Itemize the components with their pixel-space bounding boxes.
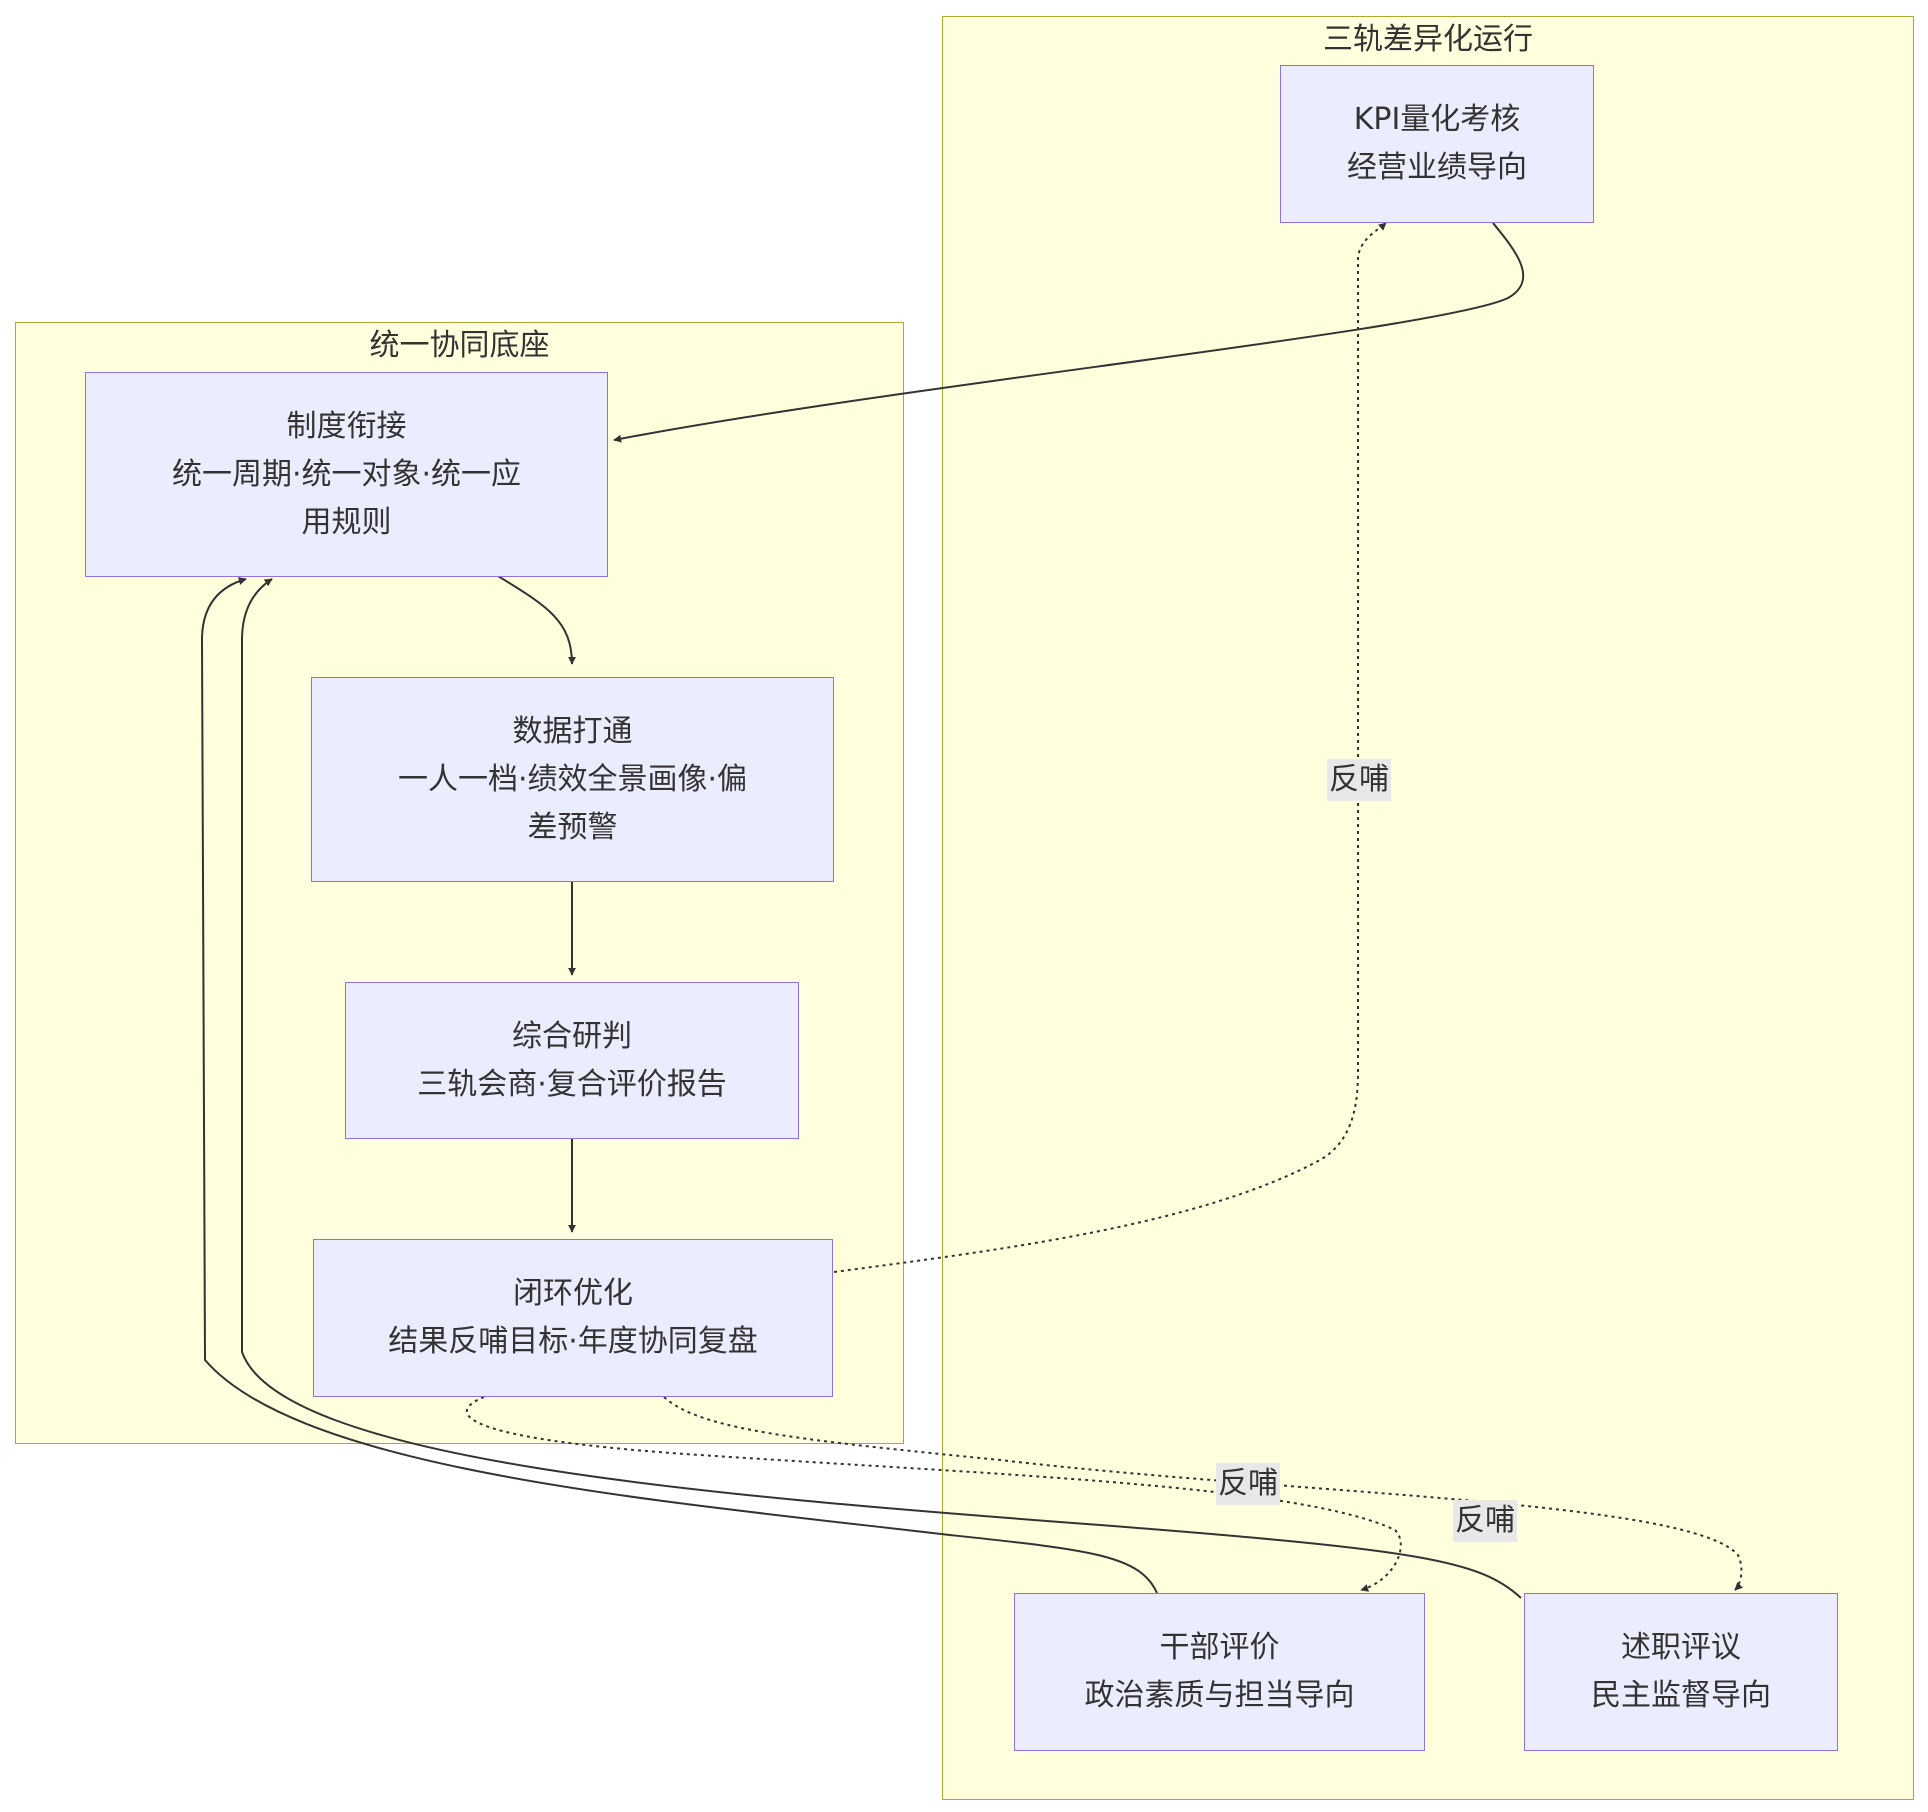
edge-label-feedback-report: 反哺 — [1453, 1500, 1517, 1542]
edge-system-to-data — [497, 575, 576, 665]
edge-kpi-to-system — [613, 222, 1525, 443]
edge-label-feedback-kpi: 反哺 — [1327, 759, 1391, 801]
edge-loop-to-report-feedback — [663, 1396, 1743, 1591]
edge-report-to-system — [241, 578, 1522, 1599]
node-data-title: 数据打通 — [512, 713, 633, 749]
node-cadre-desc: 政治素质与担当导向 — [1084, 1678, 1355, 1713]
node-report-desc: 民主监督导向 — [1591, 1678, 1771, 1713]
node-data-desc-1: 一人一档·绩效全景画像·偏 — [397, 761, 748, 797]
node-system-title: 制度衔接 — [286, 408, 407, 444]
edge-loop-to-kpi-feedback — [833, 222, 1387, 1273]
node-kpi-title: KPI量化考核 — [1353, 102, 1521, 137]
node-system-linkage[interactable]: 制度衔接 统一周期·统一对象·统一应 用规则 — [85, 372, 608, 577]
node-kpi-desc: 经营业绩导向 — [1347, 150, 1527, 185]
node-kpi-assessment[interactable]: KPI量化考核 经营业绩导向 — [1280, 65, 1594, 223]
edge-cadre-to-system — [200, 577, 1158, 1594]
node-cadre-title: 干部评价 — [1159, 1630, 1280, 1665]
edge-label-feedback-cadre: 反哺 — [1216, 1463, 1280, 1505]
node-loop-title: 闭环优化 — [513, 1276, 633, 1311]
node-report-title: 述职评议 — [1621, 1630, 1741, 1665]
node-comprehensive-judgment[interactable]: 综合研判 三轨会商·复合评价报告 — [345, 982, 799, 1139]
cluster-title-three-tracks: 三轨差异化运行 — [1323, 22, 1533, 57]
node-system-desc-1: 统一周期·统一对象·统一应 — [171, 456, 522, 492]
node-closed-loop-optimization[interactable]: 闭环优化 结果反哺目标·年度协同复盘 — [313, 1239, 833, 1397]
node-data-connection[interactable]: 数据打通 一人一档·绩效全景画像·偏 差预警 — [311, 677, 834, 882]
node-loop-desc: 结果反哺目标·年度协同复盘 — [388, 1324, 758, 1359]
cluster-title-unified-base: 统一协同底座 — [369, 328, 550, 363]
node-report-review[interactable]: 述职评议 民主监督导向 — [1524, 1593, 1838, 1751]
node-judge-title: 综合研判 — [512, 1018, 632, 1054]
node-data-desc-2: 差预警 — [527, 809, 618, 845]
cluster-three-tracks: 三轨差异化运行 — [942, 16, 1914, 1800]
node-system-desc-2: 用规则 — [301, 504, 392, 540]
node-cadre-evaluation[interactable]: 干部评价 政治素质与担当导向 — [1014, 1593, 1425, 1751]
node-judge-desc: 三轨会商·复合评价报告 — [417, 1066, 727, 1102]
